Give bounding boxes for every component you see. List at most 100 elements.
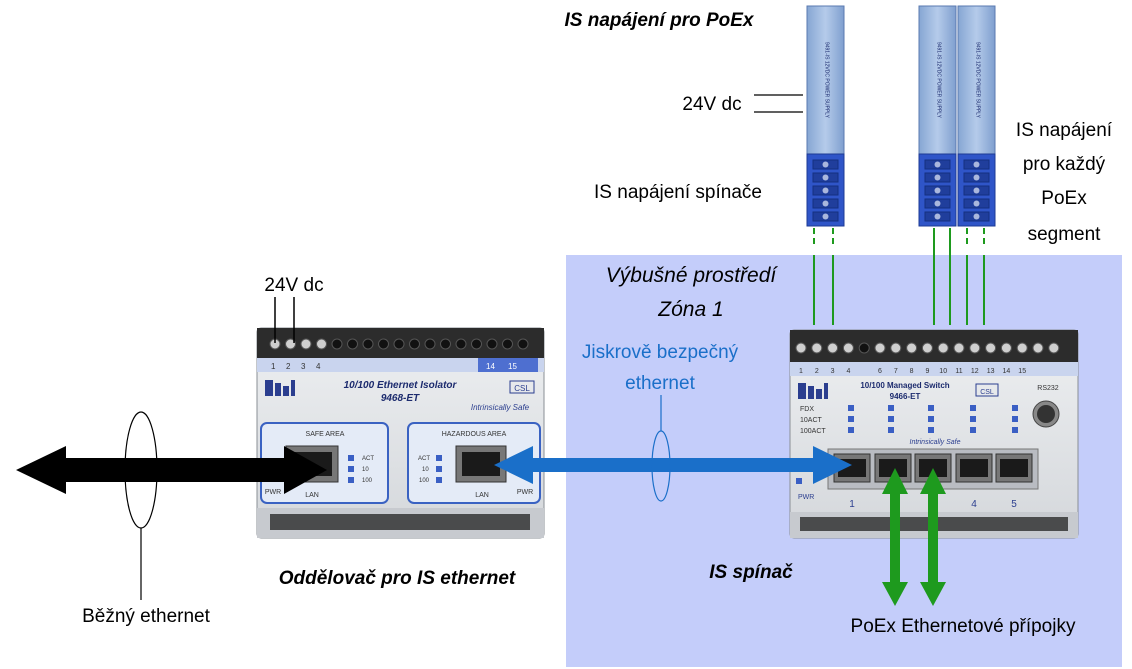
led-label: 10 [422,467,429,473]
status-led [848,405,854,411]
normal-ethernet-label: Běžný ethernet [82,606,211,627]
switch-terminal-label: 11 [955,368,962,375]
supply-feed-lines [754,94,803,113]
switch-title: 10/100 Managed Switch [860,381,949,390]
terminal-screw [1032,342,1044,354]
act10-label: 10ACT [800,417,823,424]
terminal-screw [424,338,436,350]
is-ethernet-arrow [494,446,852,484]
terminal-screw [471,338,482,350]
terminal-screw [906,342,918,354]
is-power-supply-module: 9491-IS 12VDC POWER SUPPLY [918,5,957,227]
terminal-screw [378,338,389,350]
is-power-supply-module: 9491-IS 12VDC POWER SUPPLY [806,5,845,227]
status-led [888,427,894,433]
switch-terminal-label: 7 [894,368,898,375]
terminal-screw [937,342,949,354]
terminal-screw [858,342,870,354]
isolator-terminal-label: 4 [316,362,321,371]
per-segment-label-2: pro každý [1023,154,1106,175]
isolator-caption: Oddělovač pro IS ethernet [279,568,516,589]
terminal-screw [827,342,839,354]
status-led [1012,405,1018,411]
switch-terminal-label: 10 [939,368,947,375]
switch-terminal-label: 15 [1018,368,1026,375]
switch-terminal-label: 8 [910,368,914,375]
poex-ports-label: PoEx Ethernetové přípojky [851,616,1076,637]
status-led [848,416,854,422]
terminal-screw [486,338,498,350]
terminal-screw [409,338,420,350]
status-led [1012,416,1018,422]
port-number: 4 [971,499,977,510]
act100-label: 100ACT [800,428,826,435]
terminal-screw [300,338,312,350]
power-module-label: 9491-IS 12VDC POWER SUPPLY [936,42,942,119]
supply-24v-top: 24V dc [682,94,741,115]
terminal-screw [890,342,902,354]
intrinsic-ethernet-label-2: ethernet [625,373,695,394]
isolator-supply-leads [274,297,295,343]
status-led [848,427,854,433]
terminal-screw [517,338,529,350]
terminal-screw [874,342,886,354]
switch-model: 9466-ET [890,392,921,401]
terminal-screw [362,338,374,350]
isolator-model: 9468-ET [381,393,420,404]
status-led [928,416,934,422]
led-label: 100 [419,478,430,484]
status-led [970,416,976,422]
switch-terminal-label: 4 [846,368,850,375]
led-label: ACT [418,456,430,462]
hazardous-pwr-label: PWR [517,489,533,496]
per-segment-label-3: PoEx [1041,188,1087,209]
status-led [928,405,934,411]
power-module-label: 9491-IS 12VDC POWER SUPPLY [975,42,981,119]
switch-terminal-label: 6 [878,368,882,375]
hazardous-area-label: HAZARDOUS AREA [442,431,507,438]
led-label: ACT [362,456,374,462]
ethernet-port-socket [879,459,907,477]
ethernet-port-socket [1000,459,1028,477]
terminal-screw [811,342,823,354]
terminal-screw [842,342,854,354]
status-led [970,427,976,433]
switch-terminal-label: 13 [987,368,995,375]
fdx-label: FDX [800,406,814,413]
terminal-screw [1016,342,1028,354]
led-label: 100 [362,478,373,484]
status-led [888,405,894,411]
switch-terminal-label: 9 [925,368,929,375]
status-led [970,405,976,411]
isolator-terminal-label: 15 [508,362,517,371]
is-power-supply-module: 9491-IS 12VDC POWER SUPPLY [957,5,996,227]
is-supply-poex-title: IS napájení pro PoEx [565,10,755,31]
switch-caption: IS spínač [709,562,793,583]
terminal-screw [331,338,343,350]
port-number: 5 [1011,499,1017,510]
terminal-screw [393,338,405,350]
supply-24v-left: 24V dc [264,275,323,296]
terminal-screw [1000,342,1012,354]
terminal-screw [347,338,358,350]
terminal-screw [953,342,965,354]
terminal-screw [969,342,981,354]
terminal-screw [795,342,807,354]
status-led [928,427,934,433]
power-wires [813,228,985,325]
safe-area-label: SAFE AREA [306,431,345,438]
hazardous-lan-label: LAN [475,492,489,499]
led-label: 10 [362,467,369,473]
normal-ethernet-arrow [16,446,327,494]
status-led [1012,427,1018,433]
switch-terminal-label: 1 [799,368,803,375]
intrinsic-ethernet-label-1: Jiskrově bezpečný [582,342,739,363]
isolator-title: 10/100 Ethernet Isolator [344,380,458,391]
switch-pwr-label: PWR [798,494,814,501]
terminal-screw [985,342,997,354]
isolator-terminal-label: 14 [486,362,495,371]
terminal-screw [455,338,467,350]
isolator-terminal-label: 1 [271,362,276,371]
switch-supply-label: IS napájení spínače [594,182,762,203]
